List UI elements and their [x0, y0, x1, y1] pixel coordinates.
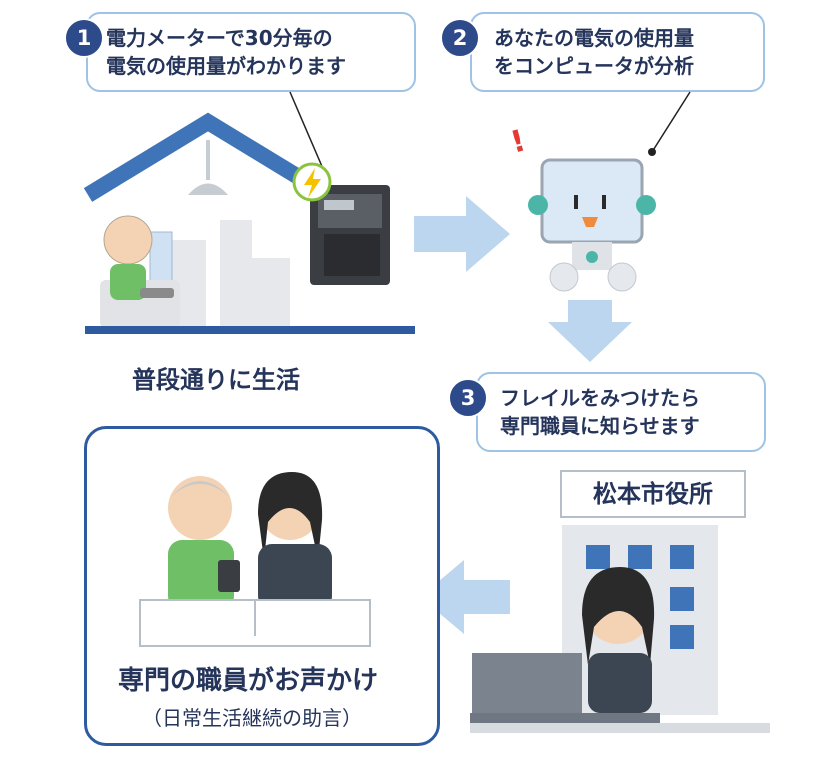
- daily-life-caption: 普段通りに生活: [132, 366, 300, 394]
- step-1-box: 電力メーターで30分毎の 電気の使用量がわかります: [86, 12, 416, 92]
- city-hall-label: 松本市役所: [593, 480, 713, 508]
- computer-robot-illustration: !: [507, 123, 656, 292]
- step-2-box: あなたの電気の使用量 をコンピュータが分析: [470, 12, 765, 92]
- house-illustration: [83, 112, 415, 334]
- step-2-number: 2: [440, 18, 480, 58]
- step-2-connector-dot: [648, 148, 656, 156]
- step-2-line-2: をコンピュータが分析: [494, 54, 694, 78]
- step-3-box: フレイルをみつけたら 専門職員に知らせます: [476, 372, 766, 452]
- step-3-line-1: フレイルをみつけたら: [500, 386, 700, 410]
- house-roof: [83, 112, 333, 202]
- step-3-line-2: 専門職員に知らせます: [500, 414, 700, 438]
- house-floor: [85, 326, 415, 334]
- step-3-number: 3: [448, 378, 488, 418]
- step-1-line-2: 電気の使用量がわかります: [106, 54, 346, 78]
- consultation-illustration: [139, 472, 371, 647]
- step-1-line-1: 電力メーターで30分毎の: [106, 26, 333, 50]
- advice-subtitle: （日常生活継続の助言）: [142, 706, 362, 730]
- laptop: [472, 653, 582, 715]
- advice-title: 専門の職員がお声かけ: [118, 666, 379, 696]
- arrow-down-icon: [548, 300, 632, 362]
- elderly-man-head: [168, 476, 232, 540]
- step-2-connector: [651, 91, 691, 153]
- step-2-line-1: あなたの電気の使用量: [494, 26, 694, 50]
- smartphone: [218, 560, 240, 592]
- alert-mark: !: [507, 123, 529, 160]
- city-hall-sign: 松本市役所: [560, 470, 746, 518]
- elderly-person-head: [103, 215, 153, 265]
- city-hall-illustration: [470, 525, 770, 733]
- step-1-number: 1: [64, 18, 104, 58]
- arrow-right-icon: [414, 196, 510, 272]
- arrow-left-icon: [420, 560, 510, 634]
